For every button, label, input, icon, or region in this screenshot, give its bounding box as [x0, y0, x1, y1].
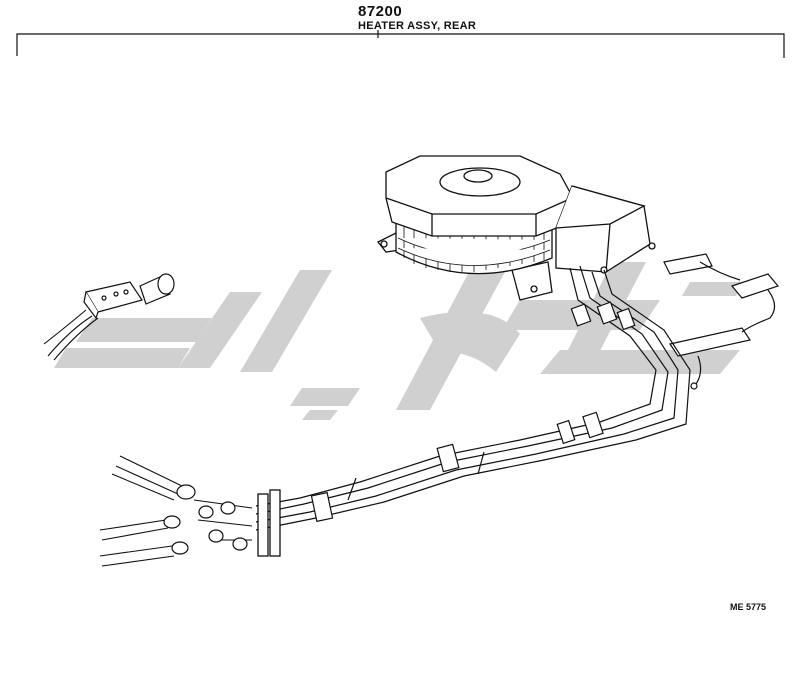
switch-wires	[43, 309, 99, 361]
heater-unit	[376, 155, 656, 301]
diagram-header: 87200 HEATER ASSY, REAR	[358, 3, 477, 33]
part-number: 87200	[358, 3, 403, 20]
resistor-plates	[663, 253, 780, 390]
blower-switch	[83, 273, 175, 320]
watermark-logo	[54, 262, 744, 420]
grommet-plates	[257, 489, 281, 557]
frame-bracket	[16, 30, 785, 58]
part-title: HEATER ASSY, REAR	[358, 20, 477, 32]
reference-code: ME 5775	[730, 602, 767, 612]
hose-clamps	[163, 484, 248, 555]
pipe-clamps	[310, 301, 636, 523]
